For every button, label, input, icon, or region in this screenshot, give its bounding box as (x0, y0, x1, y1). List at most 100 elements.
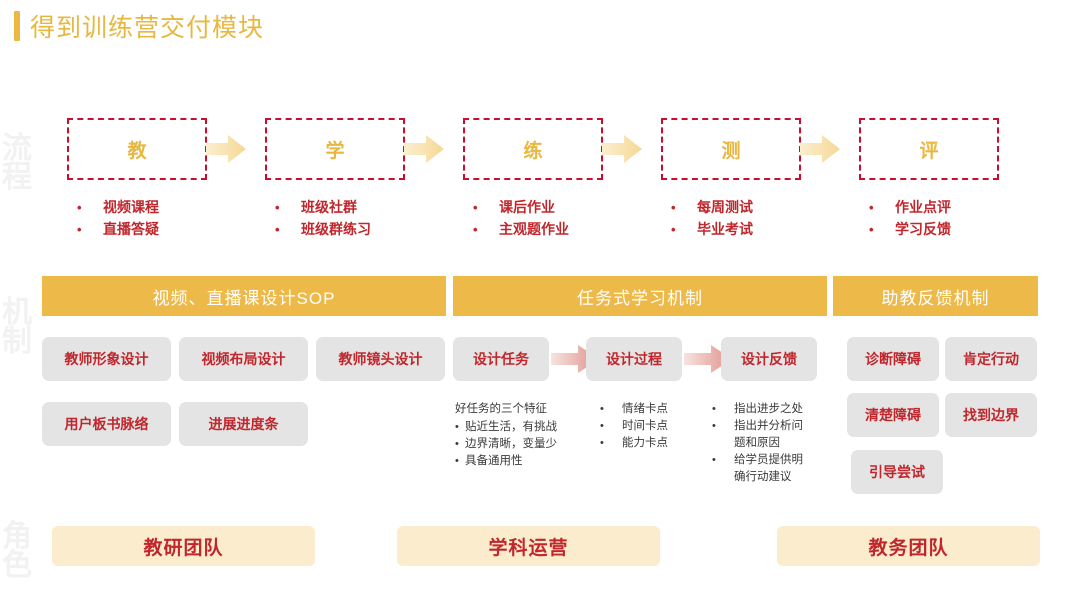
bullet-dot-icon: • (600, 437, 604, 450)
process-step-2-label: 学 (325, 140, 345, 162)
bullet-dot-icon: • (712, 403, 716, 415)
process-step-3: 练 • 课后作业 • 主观题作业 (463, 118, 603, 240)
list-item: •毕业考试 (671, 219, 801, 241)
detail-list-feedback-actions: • 指出进步之处 •指出并分析问题和原因 • 给学员提供明确行动建议 (712, 401, 807, 486)
detail-text: 给学员提供明确行动建议 (734, 454, 803, 484)
bullet-dot-icon: • (77, 221, 82, 237)
chip-label: 设计任务 (473, 351, 529, 367)
chip-user-board-structure[interactable]: 用户板书脉络 (42, 402, 171, 446)
chip-teacher-image-design[interactable]: 教师形象设计 (42, 337, 171, 381)
bullet-dot-icon: • (455, 421, 459, 434)
band-label-mechanism: 机 制 (2, 296, 42, 357)
band-label-mechanism-c1: 机 (2, 296, 32, 329)
list-item: •班级社群 (275, 197, 405, 219)
bullet-text: 课后作业 (499, 199, 555, 215)
role-label: 学科运营 (488, 537, 569, 559)
detail-text: 指出并分析问题和原因 (734, 420, 803, 450)
bullet-dot-icon: • (869, 200, 874, 215)
chip-teacher-shot-design[interactable]: 教师镜头设计 (316, 337, 445, 381)
chip-design-task[interactable]: 设计任务 (453, 337, 549, 381)
chip-video-layout-design[interactable]: 视频布局设计 (179, 337, 308, 381)
list-item: • 指出进步之处 (712, 401, 807, 418)
chip-clarify-obstacle[interactable]: 清楚障碍 (847, 393, 939, 437)
chip-design-feedback[interactable]: 设计反馈 (721, 337, 817, 381)
chip-find-boundary[interactable]: 找到边界 (945, 393, 1037, 437)
process-row: 教 •视频课程 •直播答疑 学 •班级社群 •班级群练习 (60, 118, 1070, 258)
list-item: • 课后作业 (473, 197, 603, 219)
chip-label: 引导尝试 (869, 464, 925, 480)
mechanism-group-1-header-label: 视频、直播课设计SOP (152, 288, 336, 308)
process-step-4-label: 测 (721, 140, 741, 162)
band-label-process-c2: 程 (2, 161, 32, 195)
detail-list-good-task: 好任务的三个特征 • 贴近生活，有挑战 • 边界清晰，变量少 •具备通用性 (455, 401, 585, 470)
title-accent-bar (14, 11, 20, 41)
mechanism-group-2-header-label: 任务式学习机制 (577, 288, 703, 308)
chip-label: 找到边界 (963, 407, 1019, 423)
process-step-2: 学 •班级社群 • 班级群练习 (265, 118, 405, 240)
process-step-3-box[interactable]: 练 (463, 118, 603, 180)
chip-label: 视频布局设计 (201, 351, 286, 367)
list-item: • 给学员提供明确行动建议 (712, 452, 807, 486)
mechanism-group-1-header: 视频、直播课设计SOP (42, 276, 446, 316)
process-arrow-3-icon (602, 135, 642, 163)
chip-label: 教师镜头设计 (338, 351, 423, 367)
chip-diagnose-obstacle[interactable]: 诊断障碍 (847, 337, 939, 381)
process-step-1-box[interactable]: 教 (67, 118, 207, 180)
bullet-dot-icon: • (600, 403, 604, 415)
detail-text: 指出进步之处 (734, 403, 803, 415)
chip-affirm-action[interactable]: 肯定行动 (945, 337, 1037, 381)
process-step-5-bullets: •作业点评 •学习反馈 (859, 197, 999, 240)
detail-list-blockers: •情绪卡点 •时间卡点 •能力卡点 (600, 401, 700, 452)
list-item: • 情绪卡点 (600, 401, 700, 418)
list-item: •直播答疑 (77, 219, 207, 241)
chip-label: 设计反馈 (741, 351, 797, 367)
chip-progress-bar[interactable]: 进展进度条 (179, 402, 308, 446)
chip-design-process[interactable]: 设计过程 (586, 337, 682, 381)
bullet-text: 主观题作业 (499, 220, 569, 237)
band-label-role: 角 色 (2, 521, 42, 581)
bullet-text: 视频课程 (103, 199, 159, 215)
bullet-dot-icon: • (275, 221, 280, 237)
process-step-5: 评 •作业点评 •学习反馈 (859, 118, 999, 240)
bullet-dot-icon: • (473, 200, 478, 215)
list-item: • 贴近生活，有挑战 (455, 419, 585, 436)
detail-text: 贴近生活，有挑战 (465, 421, 557, 434)
process-step-4-bullets: •每周测试 •毕业考试 (661, 197, 801, 240)
mechanism-group-2-header: 任务式学习机制 (453, 276, 827, 316)
role-box-subject-operations[interactable]: 学科运营 (397, 526, 660, 566)
detail-text: 情绪卡点 (622, 403, 668, 415)
title-text: 得到训练营交付模块 (30, 14, 265, 42)
role-box-research-team[interactable]: 教研团队 (52, 526, 315, 566)
list-item: • 边界清晰，变量少 (455, 436, 585, 453)
list-item: •指出并分析问题和原因 (712, 418, 807, 452)
mechanism-arrow-2-icon (684, 345, 732, 373)
chip-label: 诊断障碍 (865, 351, 921, 367)
bullet-dot-icon: • (600, 420, 604, 433)
bullet-dot-icon: • (455, 438, 459, 451)
bullet-dot-icon: • (275, 200, 280, 215)
detail-text: 时间卡点 (622, 420, 668, 433)
detail-heading: 好任务的三个特征 (455, 403, 547, 415)
list-item: • 时间卡点 (600, 418, 700, 435)
detail-text: 具备通用性 (465, 455, 523, 468)
chip-label: 设计过程 (606, 351, 662, 367)
process-step-3-label: 练 (523, 140, 543, 162)
bullet-dot-icon: • (869, 221, 874, 237)
process-step-2-box[interactable]: 学 (265, 118, 405, 180)
process-step-4: 测 •每周测试 •毕业考试 (661, 118, 801, 240)
bullet-text: 班级群练习 (301, 220, 371, 237)
band-label-process: 流 程 (2, 133, 42, 195)
list-item: • 班级群练习 (275, 219, 405, 241)
list-item: •具备通用性 (455, 453, 585, 470)
bullet-dot-icon: • (712, 454, 716, 467)
role-box-academic-affairs-team[interactable]: 教务团队 (777, 526, 1040, 566)
chip-guide-attempt[interactable]: 引导尝试 (851, 450, 943, 494)
detail-text: 边界清晰，变量少 (465, 438, 557, 451)
mechanism-group-3-header-label: 助教反馈机制 (881, 288, 990, 308)
process-step-4-box[interactable]: 测 (661, 118, 801, 180)
process-step-5-box[interactable]: 评 (859, 118, 999, 180)
list-item: •视频课程 (77, 197, 207, 219)
chip-label: 进展进度条 (208, 416, 279, 432)
bullet-text: 作业点评 (895, 199, 951, 215)
